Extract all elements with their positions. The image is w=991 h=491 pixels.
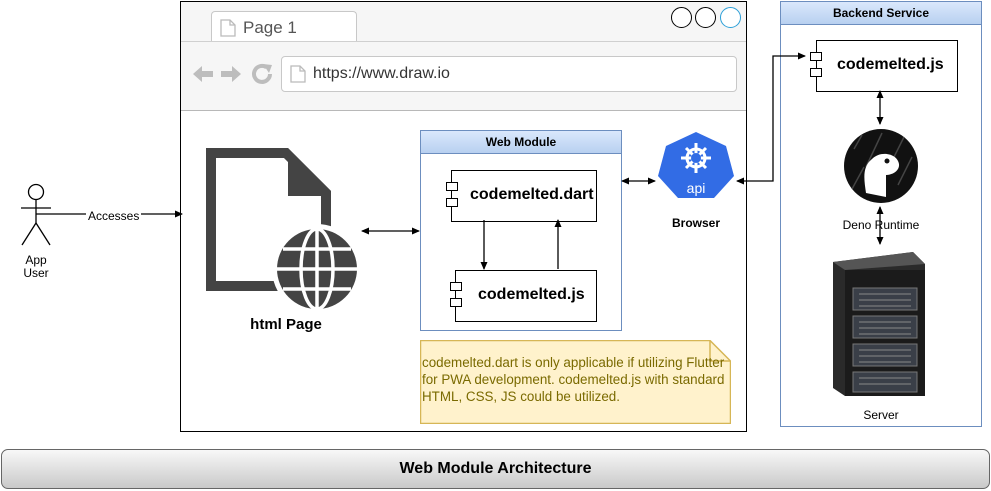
html-page-icon bbox=[206, 148, 362, 314]
actor-label-line2: User bbox=[23, 266, 49, 280]
component-port-icon bbox=[810, 68, 822, 77]
web-module: Web Module codemelted.dart codemelted.js bbox=[420, 130, 622, 331]
deno-runtime-label: Deno Runtime bbox=[842, 218, 920, 232]
back-arrow-icon[interactable] bbox=[191, 64, 215, 84]
page-icon bbox=[290, 65, 306, 83]
window-button-2[interactable] bbox=[695, 7, 716, 28]
component-label: codemelted.js bbox=[837, 56, 944, 73]
url-text: https://www.draw.io bbox=[313, 65, 450, 82]
component-port-icon bbox=[446, 182, 458, 191]
backend-title: Backend Service bbox=[832, 6, 930, 20]
browser-header: Page 1 https://www.draw.io bbox=[181, 2, 746, 111]
page-icon bbox=[220, 19, 236, 37]
stick-figure-icon bbox=[21, 183, 51, 246]
component-codemelted-dart[interactable]: codemelted.dart bbox=[451, 170, 597, 222]
api-badge: api bbox=[687, 180, 706, 196]
window-button-3[interactable] bbox=[720, 7, 741, 28]
tab-label: Page 1 bbox=[243, 18, 297, 37]
note-shape bbox=[420, 340, 731, 424]
server-icon bbox=[833, 252, 925, 396]
tab-page-1[interactable]: Page 1 bbox=[211, 11, 357, 42]
url-field[interactable]: https://www.draw.io bbox=[281, 56, 737, 92]
footer-title: Web Module Architecture bbox=[399, 460, 592, 477]
note-text: codemelted.dart is only applicable if ut… bbox=[422, 355, 725, 404]
window-button-1[interactable] bbox=[671, 7, 692, 28]
component-backend-codemelted-js[interactable]: codemelted.js bbox=[816, 40, 958, 92]
forward-arrow-icon[interactable] bbox=[219, 64, 243, 84]
actor-label-line1: App bbox=[25, 253, 47, 267]
deno-logo-icon bbox=[844, 129, 918, 203]
html-page-label: html Page bbox=[250, 316, 322, 333]
component-port-icon bbox=[446, 198, 458, 207]
component-label: codemelted.dart bbox=[470, 186, 594, 203]
component-codemelted-js[interactable]: codemelted.js bbox=[455, 270, 597, 322]
footer-bar: Web Module Architecture bbox=[1, 449, 990, 489]
globe-icon bbox=[272, 224, 362, 314]
reload-icon[interactable] bbox=[251, 63, 275, 85]
tab-divider bbox=[181, 41, 746, 42]
browser-label: Browser bbox=[671, 216, 721, 230]
backend-header: Backend Service bbox=[781, 2, 981, 25]
component-port-icon bbox=[450, 298, 462, 307]
api-icon: api bbox=[658, 132, 734, 198]
accesses-label: Accesses bbox=[86, 209, 142, 223]
server-label: Server bbox=[863, 408, 899, 422]
component-label: codemelted.js bbox=[478, 286, 585, 303]
note: codemelted.dart is only applicable if ut… bbox=[420, 340, 731, 424]
component-port-icon bbox=[450, 282, 462, 291]
web-module-header: Web Module bbox=[421, 131, 621, 154]
component-port-icon bbox=[810, 52, 822, 61]
backend-service: Backend Service codemelted.js Deno Runti… bbox=[780, 1, 982, 427]
web-module-title: Web Module bbox=[485, 135, 557, 149]
